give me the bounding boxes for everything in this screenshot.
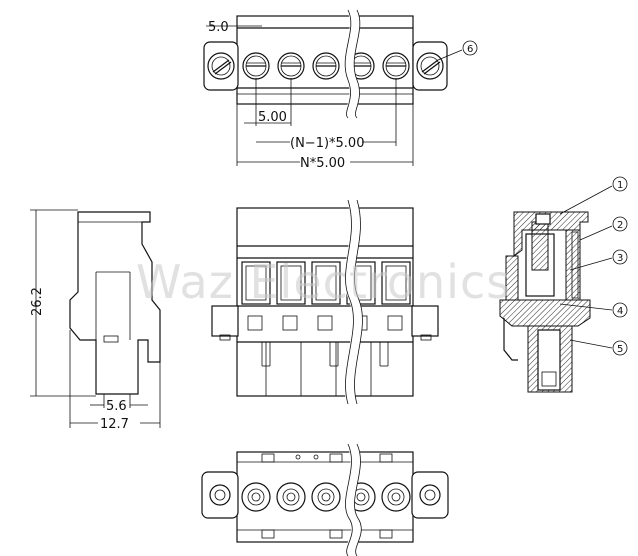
callout-1: 1 <box>617 180 623 191</box>
left-flange <box>201 471 239 519</box>
pin-hole-icon <box>276 482 306 512</box>
dim-edge-pitch: 5.0 <box>208 20 229 35</box>
callout-circle <box>612 176 628 192</box>
callout-circle <box>612 302 628 318</box>
latch-icon <box>247 315 271 367</box>
callout-circle <box>612 340 628 356</box>
callout-circle <box>612 249 628 265</box>
pin-hole-icon <box>311 482 341 512</box>
mounting-hole-icon <box>209 484 231 506</box>
callout-circle <box>612 216 628 232</box>
left-flange-screw-icon <box>207 52 235 80</box>
watermark: Waz Electronics <box>136 255 511 309</box>
terminal-screw-icon <box>312 52 340 80</box>
latch-icon <box>317 315 339 367</box>
dim-overall-width: 12.7 <box>100 417 129 432</box>
top-view-body <box>236 15 414 105</box>
callout-4: 4 <box>617 306 623 317</box>
wire-entry-icon <box>241 261 271 305</box>
right-flange-screw-icon <box>416 52 444 80</box>
bottom-view-body <box>236 451 414 543</box>
pin-hole-icon <box>241 482 271 512</box>
front-view <box>211 198 439 406</box>
callout-5: 5 <box>617 344 623 355</box>
dim-inner-width: 5.6 <box>106 399 127 414</box>
section-view: 1 2 3 4 5 <box>499 176 628 393</box>
latch-icon <box>379 315 403 367</box>
wire-entry-icon <box>381 261 411 305</box>
dim-height: 26.2 <box>30 287 45 316</box>
dim-pitch: 5.00 <box>258 110 287 125</box>
dim-overall: N*5.00 <box>300 156 345 171</box>
right-flange <box>411 471 449 519</box>
wire-entry-icon <box>276 261 306 305</box>
bottom-view <box>201 441 449 556</box>
side-view: 26.2 5.6 12.7 <box>30 209 161 432</box>
callout-2: 2 <box>617 220 623 231</box>
pin-hole-icon <box>381 482 411 512</box>
callout-3: 3 <box>617 253 623 264</box>
wire-entry-icon <box>311 261 341 305</box>
dim-span: (N−1)*5.00 <box>290 136 364 151</box>
top-view: 5.0 5.00 (N−1)*5.00 N*5.00 6 <box>203 7 478 171</box>
callout-circle <box>462 40 478 56</box>
mounting-hole-icon <box>419 484 441 506</box>
latch-icon <box>282 315 298 331</box>
clamp-screw-icon <box>531 213 551 271</box>
callout-6: 6 <box>467 44 473 55</box>
